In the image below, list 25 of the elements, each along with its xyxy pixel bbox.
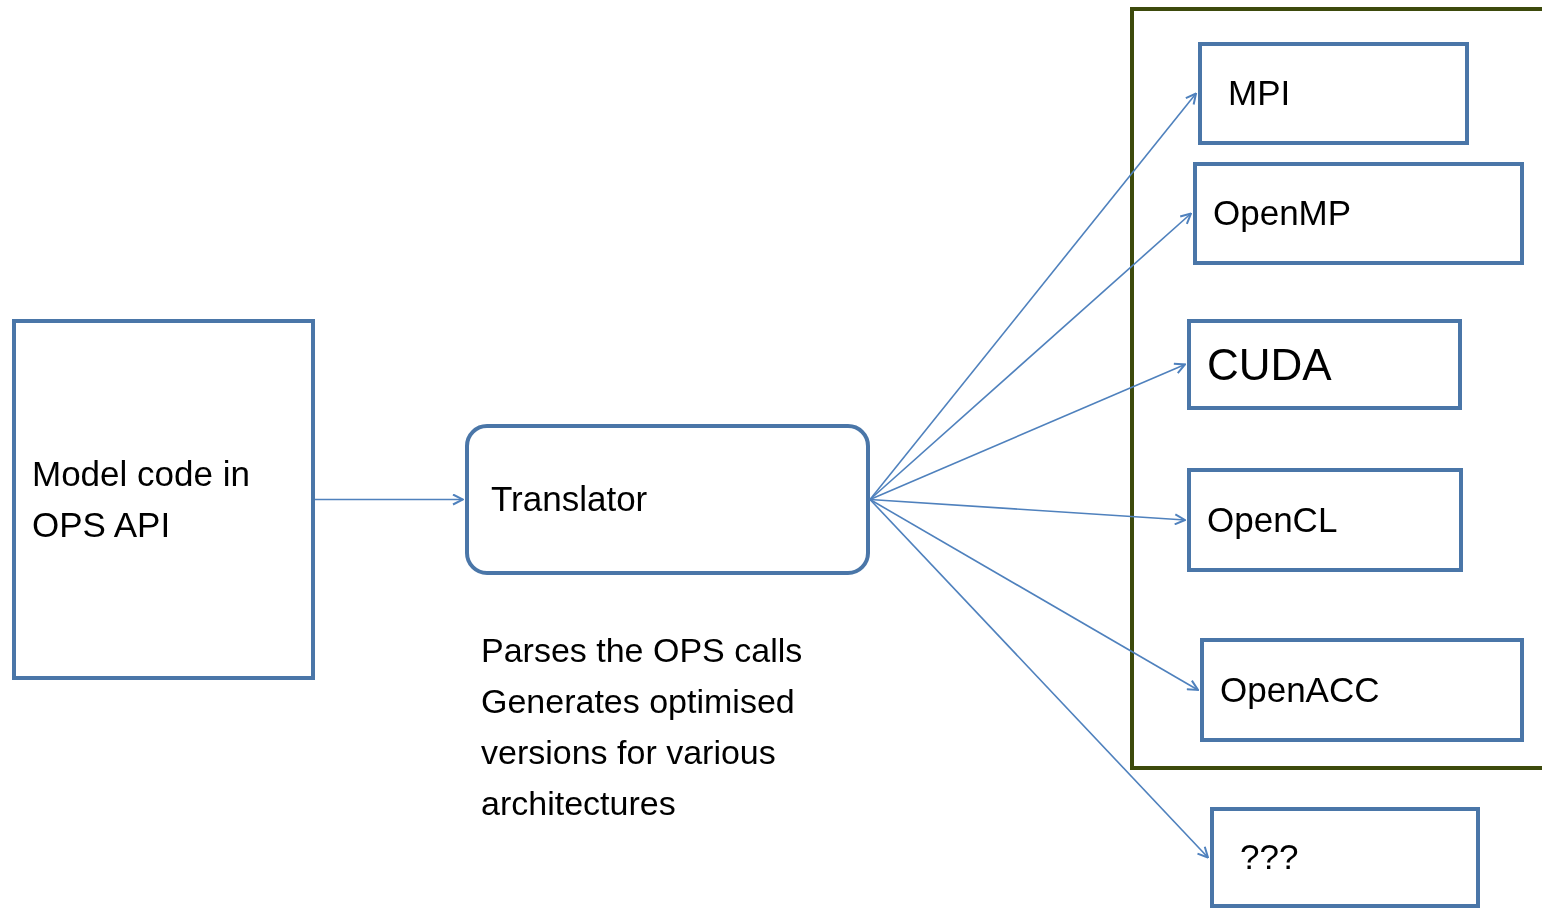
arrow xyxy=(869,362,1186,501)
process-box xyxy=(1193,162,1524,265)
process-box xyxy=(1210,807,1480,908)
node-label: MPI xyxy=(1228,72,1292,115)
node-label: OpenACC xyxy=(1220,668,1381,711)
translator-box xyxy=(465,424,870,575)
arrow xyxy=(869,212,1192,501)
description-text: Parses the OPS calls xyxy=(481,630,804,671)
arrow xyxy=(869,498,1199,691)
process-box xyxy=(1187,468,1463,572)
arrow xyxy=(314,493,464,506)
node-label: OpenMP xyxy=(1213,192,1353,235)
process-box xyxy=(1200,638,1524,742)
node-label: Translator xyxy=(491,478,649,521)
process-box xyxy=(12,319,315,680)
process-box xyxy=(1198,42,1469,145)
node-label: ??? xyxy=(1240,836,1300,879)
group-frame xyxy=(1130,7,1542,770)
process-box xyxy=(1187,319,1462,410)
node-label: Model code in OPS API xyxy=(32,452,251,546)
arrow xyxy=(869,498,1186,526)
description-text: Generates optimised versions for various architectures xyxy=(481,681,796,824)
node-label: CUDA xyxy=(1207,338,1333,391)
node-label: OpenCL xyxy=(1207,498,1339,541)
arrow xyxy=(869,498,1209,859)
